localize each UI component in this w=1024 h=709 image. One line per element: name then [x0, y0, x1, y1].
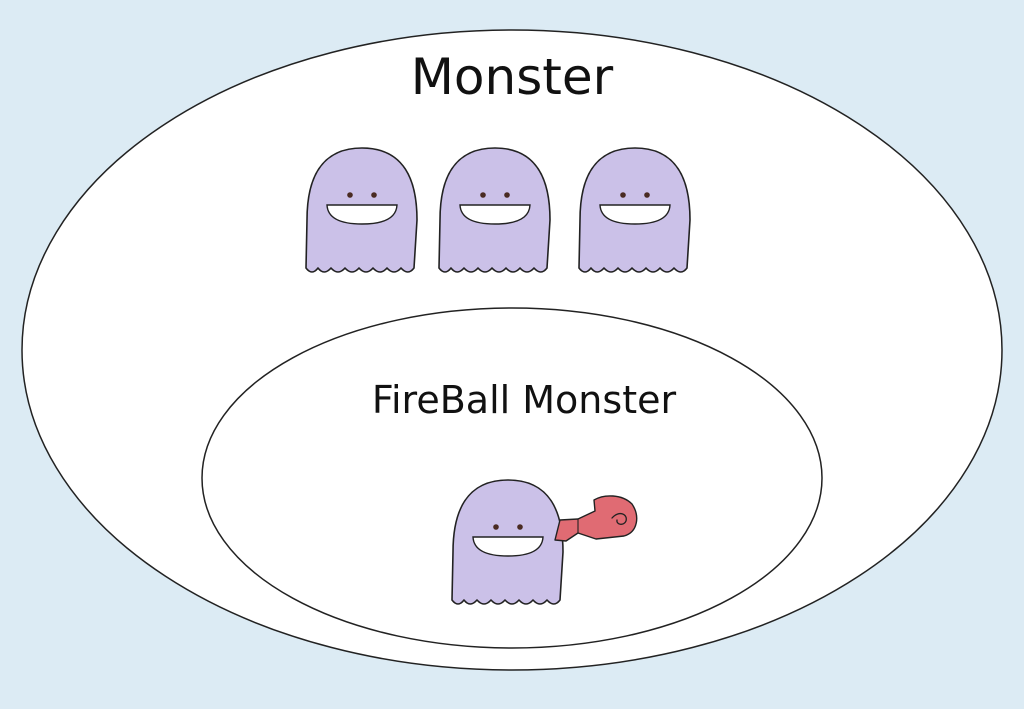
inner-set-ellipse — [201, 307, 823, 649]
inner-set-label: FireBall Monster — [371, 378, 677, 422]
monster-ghost-icon — [438, 147, 551, 273]
outer-set-label: Monster — [410, 48, 614, 106]
monster-ghost-icon — [578, 147, 691, 273]
fireball-launcher-icon — [554, 495, 638, 542]
monster-ghost-icon — [305, 147, 418, 273]
fireball-monster-ghost-icon — [451, 479, 564, 605]
